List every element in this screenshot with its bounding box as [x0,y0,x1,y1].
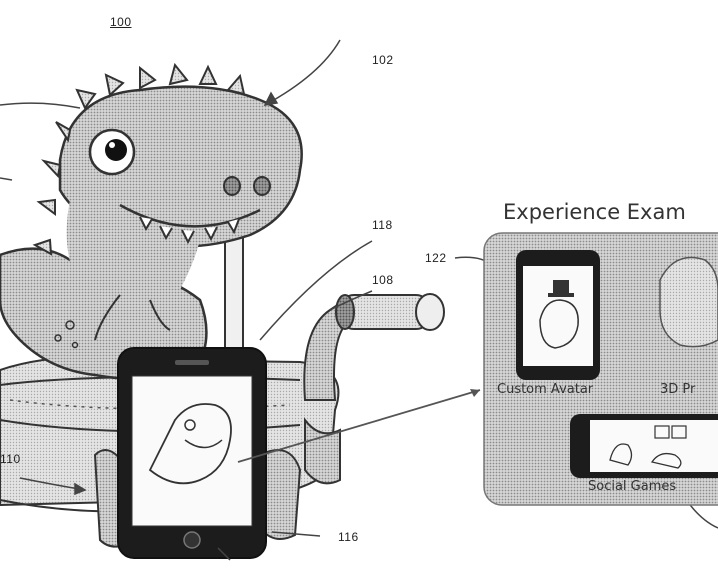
ref-116: 116 [338,530,359,544]
ref-102: 102 [372,53,394,67]
caption-social-games: Social Games [588,479,677,494]
caption-3d-print: 3D Pr [660,382,696,397]
connection-line [237,389,481,463]
smartphone [117,347,267,559]
connection-arrowhead [470,389,480,397]
caption-custom-avatar: Custom Avatar [497,382,594,397]
ref-110: 110 [0,452,21,466]
ref-100: 100 [110,15,132,29]
crank-handle [303,293,445,485]
experience-panel [483,232,718,506]
ref-118: 118 [372,218,393,232]
leader-lines [0,39,718,561]
dinosaur-toy [0,62,303,381]
ref-108: 108 [372,273,394,287]
ref-122: 122 [425,251,447,265]
panel-title: Experience Exam [503,200,686,224]
